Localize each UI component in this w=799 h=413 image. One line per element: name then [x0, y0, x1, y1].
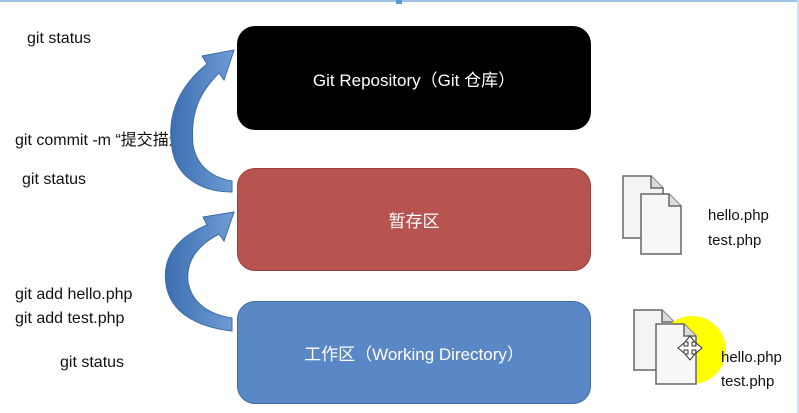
git-add-hello-label: git add hello.php [15, 286, 133, 303]
document-stack-icon [622, 175, 682, 255]
move-cursor-icon [677, 335, 703, 361]
working-file-test: test.php [721, 373, 775, 390]
document-icon [640, 193, 682, 255]
git-status-label-bottom: git status [60, 354, 125, 371]
staged-file-test: test.php [708, 232, 762, 249]
commit-arrow [170, 49, 235, 193]
git-commit-label: git commit -m “提交描述” [15, 132, 191, 149]
add-arrow [164, 211, 235, 332]
repository-box: Git Repository（Git 仓库） [237, 26, 591, 130]
working-directory-label: 工作区（Working Directory） [304, 345, 524, 364]
git-status-label-middle: git status [22, 171, 87, 188]
working-directory-box: 工作区（Working Directory） [237, 301, 591, 404]
staging-area-label: 暂存区 [388, 212, 440, 231]
document-icon [655, 323, 697, 385]
window-right-border [797, 0, 799, 413]
repository-label: Git Repository（Git 仓库） [312, 70, 516, 90]
git-status-label-top: git status [27, 30, 92, 47]
working-file-hello: hello.php [721, 349, 782, 366]
window-resize-handle[interactable] [396, 0, 402, 4]
staging-area-box: 暂存区 [237, 168, 591, 271]
git-add-test-label: git add test.php [15, 310, 125, 327]
staged-file-hello: hello.php [708, 207, 769, 224]
document-stack-icon-working [633, 309, 726, 385]
